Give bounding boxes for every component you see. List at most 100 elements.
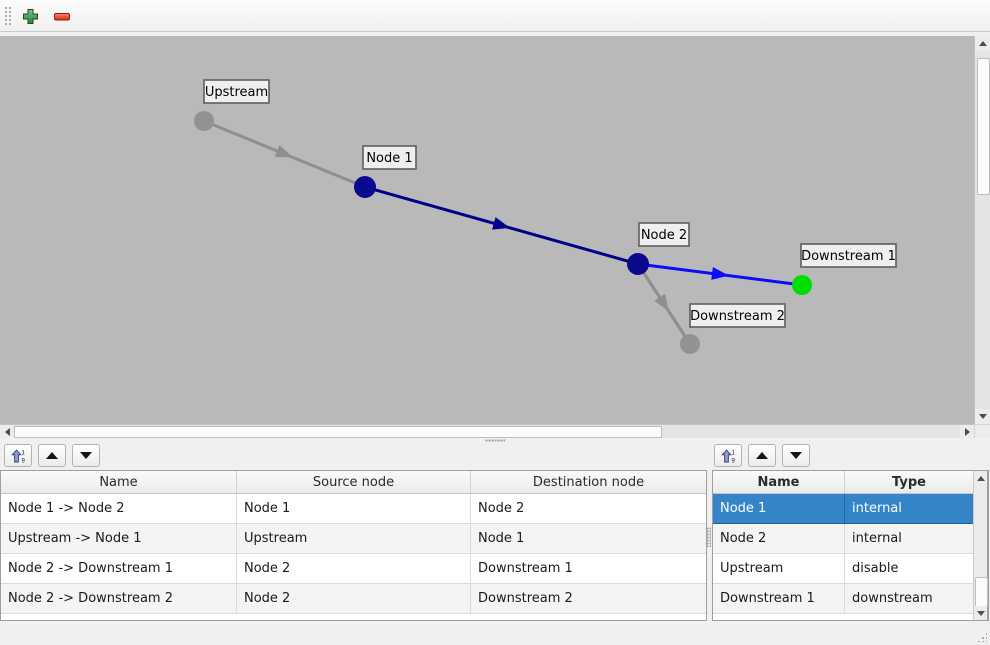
sort-button[interactable]: 1 9 (714, 444, 742, 467)
move-down-button[interactable] (782, 444, 810, 467)
graph-edge-arrow-icon (711, 267, 729, 280)
sort-ascending-icon: 1 9 (11, 448, 26, 464)
graph-node-label[interactable]: Node 1 (366, 151, 412, 166)
graph-node-label[interactable]: Upstream (205, 85, 268, 100)
main-toolbar (0, 0, 990, 32)
scroll-up-button[interactable] (975, 36, 990, 51)
table-row[interactable]: Node 1 internal (713, 494, 973, 524)
table-cell[interactable]: Node 2 -> Downstream 1 (1, 554, 237, 583)
add-button[interactable] (19, 5, 41, 27)
table-cell[interactable]: Node 2 (713, 524, 845, 553)
nodes-toolbar: 1 9 (714, 443, 810, 470)
table-row[interactable]: Node 2 internal (713, 524, 973, 554)
scroll-down-button[interactable] (975, 409, 990, 424)
graph-node-label-box[interactable] (203, 79, 270, 104)
tables-splitter[interactable] (706, 527, 711, 547)
table-empty-area (713, 614, 973, 620)
pane-splitter[interactable] (0, 438, 990, 443)
move-down-button[interactable] (72, 444, 100, 467)
column-header[interactable]: Source node (237, 471, 471, 493)
scroll-down-button[interactable] (974, 606, 987, 620)
table-cell[interactable]: Downstream 2 (478, 591, 573, 606)
move-up-icon (46, 452, 58, 459)
svg-text:1: 1 (22, 450, 26, 456)
horizontal-scrollbar-thumb[interactable] (14, 426, 662, 438)
table-cell[interactable]: Node 1 (478, 531, 525, 546)
svg-text:9: 9 (22, 458, 26, 464)
nodes-table-scrollbar[interactable] (973, 470, 988, 621)
graph-node-label-box[interactable] (638, 222, 690, 247)
table-cell[interactable]: Node 2 (237, 554, 471, 583)
sort-button[interactable]: 1 9 (4, 444, 32, 467)
table-cell[interactable]: Upstream (237, 524, 471, 553)
table-cell[interactable]: Downstream 1 (478, 561, 573, 576)
canvas-vertical-scrollbar[interactable] (974, 36, 990, 424)
graph-node[interactable] (354, 176, 376, 198)
table-cell[interactable]: Node 1 (237, 494, 471, 523)
scrollbar-thumb[interactable] (975, 577, 988, 607)
graph-edge-arrow-icon (492, 217, 511, 230)
table-header-row: Name Type (713, 471, 973, 494)
graph-node-label[interactable]: Downstream 1 (801, 249, 896, 264)
sort-ascending-icon: 1 9 (721, 448, 736, 464)
graph-edge-arrow-icon (274, 144, 293, 158)
plus-icon (22, 8, 38, 24)
column-header[interactable]: Name (1, 471, 237, 493)
table-cell[interactable]: internal (852, 501, 902, 516)
vertical-scrollbar-thumb[interactable] (977, 58, 990, 195)
svg-text:1: 1 (732, 450, 736, 456)
scroll-left-button[interactable] (0, 425, 14, 438)
table-cell[interactable]: Node 1 (713, 494, 845, 523)
graph-edge-arrow-icon (654, 293, 669, 312)
graph-node-label-box[interactable] (689, 303, 786, 328)
graph-node[interactable] (627, 253, 649, 275)
graph-node-label[interactable]: Node 2 (641, 228, 687, 243)
graph-node-label[interactable]: Downstream 2 (690, 309, 785, 324)
table-cell[interactable]: Upstream -> Node 1 (1, 524, 237, 553)
table-cell[interactable]: disable (852, 561, 899, 576)
scroll-up-button[interactable] (974, 471, 987, 485)
column-header[interactable]: Destination node (532, 474, 645, 490)
table-cell[interactable]: internal (852, 531, 902, 546)
table-cell[interactable]: Node 2 (237, 584, 471, 613)
table-cell[interactable]: Upstream (713, 554, 845, 583)
scroll-right-button[interactable] (960, 425, 974, 438)
column-header[interactable]: Name (713, 471, 845, 493)
move-up-button[interactable] (38, 444, 66, 467)
window-resize-grip[interactable] (977, 632, 987, 642)
table-cell[interactable]: Node 2 -> Downstream 2 (1, 584, 237, 613)
move-up-button[interactable] (748, 444, 776, 467)
graph-node[interactable] (792, 275, 812, 295)
graph-node[interactable] (194, 111, 214, 131)
graph-node-label-box[interactable] (362, 145, 417, 170)
table-cell[interactable]: Node 1 -> Node 2 (1, 494, 237, 523)
status-strip (0, 621, 990, 645)
svg-text:9: 9 (732, 458, 736, 464)
table-cell[interactable]: Node 2 (478, 501, 525, 516)
table-cell[interactable]: downstream (852, 591, 933, 606)
table-row[interactable]: Downstream 1 downstream (713, 584, 973, 614)
table-empty-area (1, 614, 706, 620)
toolbar-drag-handle[interactable] (4, 6, 12, 26)
remove-button[interactable] (51, 5, 73, 27)
move-down-icon (80, 452, 92, 459)
graph-node[interactable] (680, 334, 700, 354)
graph-node-label-box[interactable] (800, 243, 897, 268)
splitter-grip-icon (485, 439, 505, 442)
move-up-icon (756, 452, 768, 459)
edges-toolbar: 1 9 (4, 443, 100, 470)
canvas-horizontal-scrollbar[interactable] (0, 424, 974, 438)
column-header[interactable]: Type (892, 474, 926, 490)
table-row[interactable]: Upstream disable (713, 554, 973, 584)
table-cell[interactable]: Downstream 1 (713, 584, 845, 613)
